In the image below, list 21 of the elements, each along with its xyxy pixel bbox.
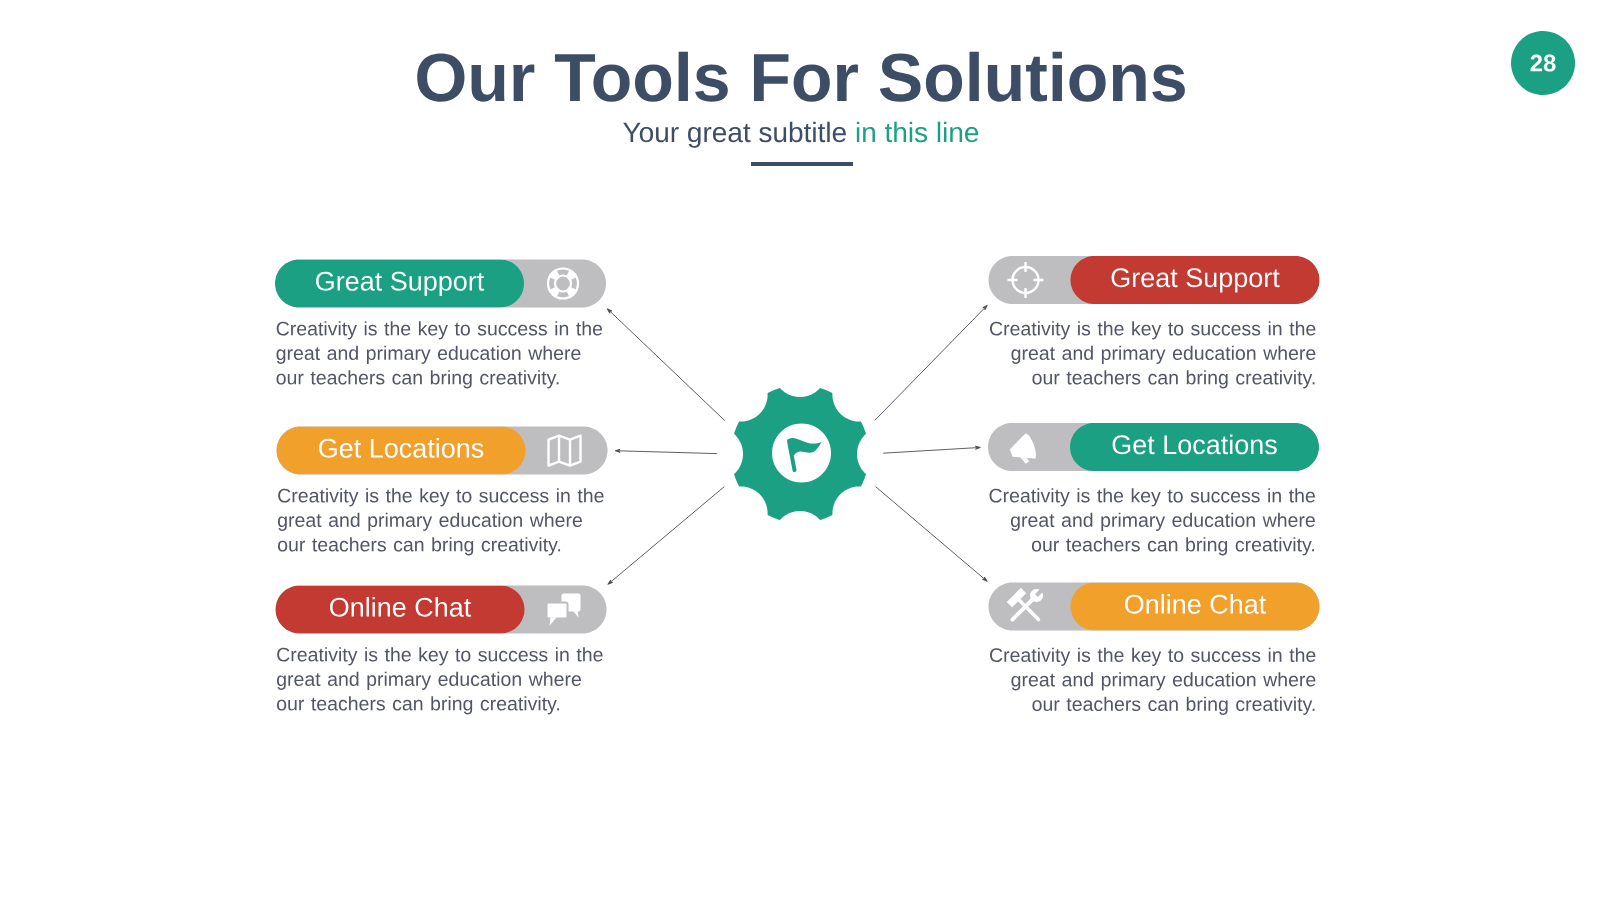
page-number-badge: 28 (1511, 31, 1575, 95)
label-pill: Online Chat (275, 585, 607, 634)
label-pill: Great Support (988, 256, 1320, 304)
description: Creativity is the key to success in the great and primary education where our teachers can bring creativity. (989, 488, 1315, 556)
arrow (874, 304, 988, 421)
description: Creativity is the key to success in the great and primary education where our teachers can bring creativity. (990, 321, 1316, 389)
arrow (606, 308, 726, 422)
arrow (875, 486, 988, 582)
label-pill: Online Chat (988, 582, 1320, 631)
description: Creativity is the key to success in the great and primary education where our teachers can bring creativity. (277, 647, 603, 715)
arrow (607, 486, 725, 585)
label-pill: Great Support (275, 259, 606, 308)
arrow (882, 445, 981, 454)
arrow (614, 448, 718, 455)
description: Creativity is the key to success in the great and primary education where our teachers can bring creativity. (278, 488, 604, 556)
title: Our Tools For Solutions (417, 51, 1185, 102)
label-pill: Get Locations (276, 426, 608, 475)
description: Creativity is the key to success in the great and primary education where our teachers can bring creativity. (990, 647, 1316, 715)
description: Creativity is the key to success in the great and primary education where our teachers can bring creativity. (276, 321, 603, 389)
label-pill: Get Locations (988, 423, 1319, 471)
subtitle: Your great subtitle in this line (623, 121, 979, 148)
